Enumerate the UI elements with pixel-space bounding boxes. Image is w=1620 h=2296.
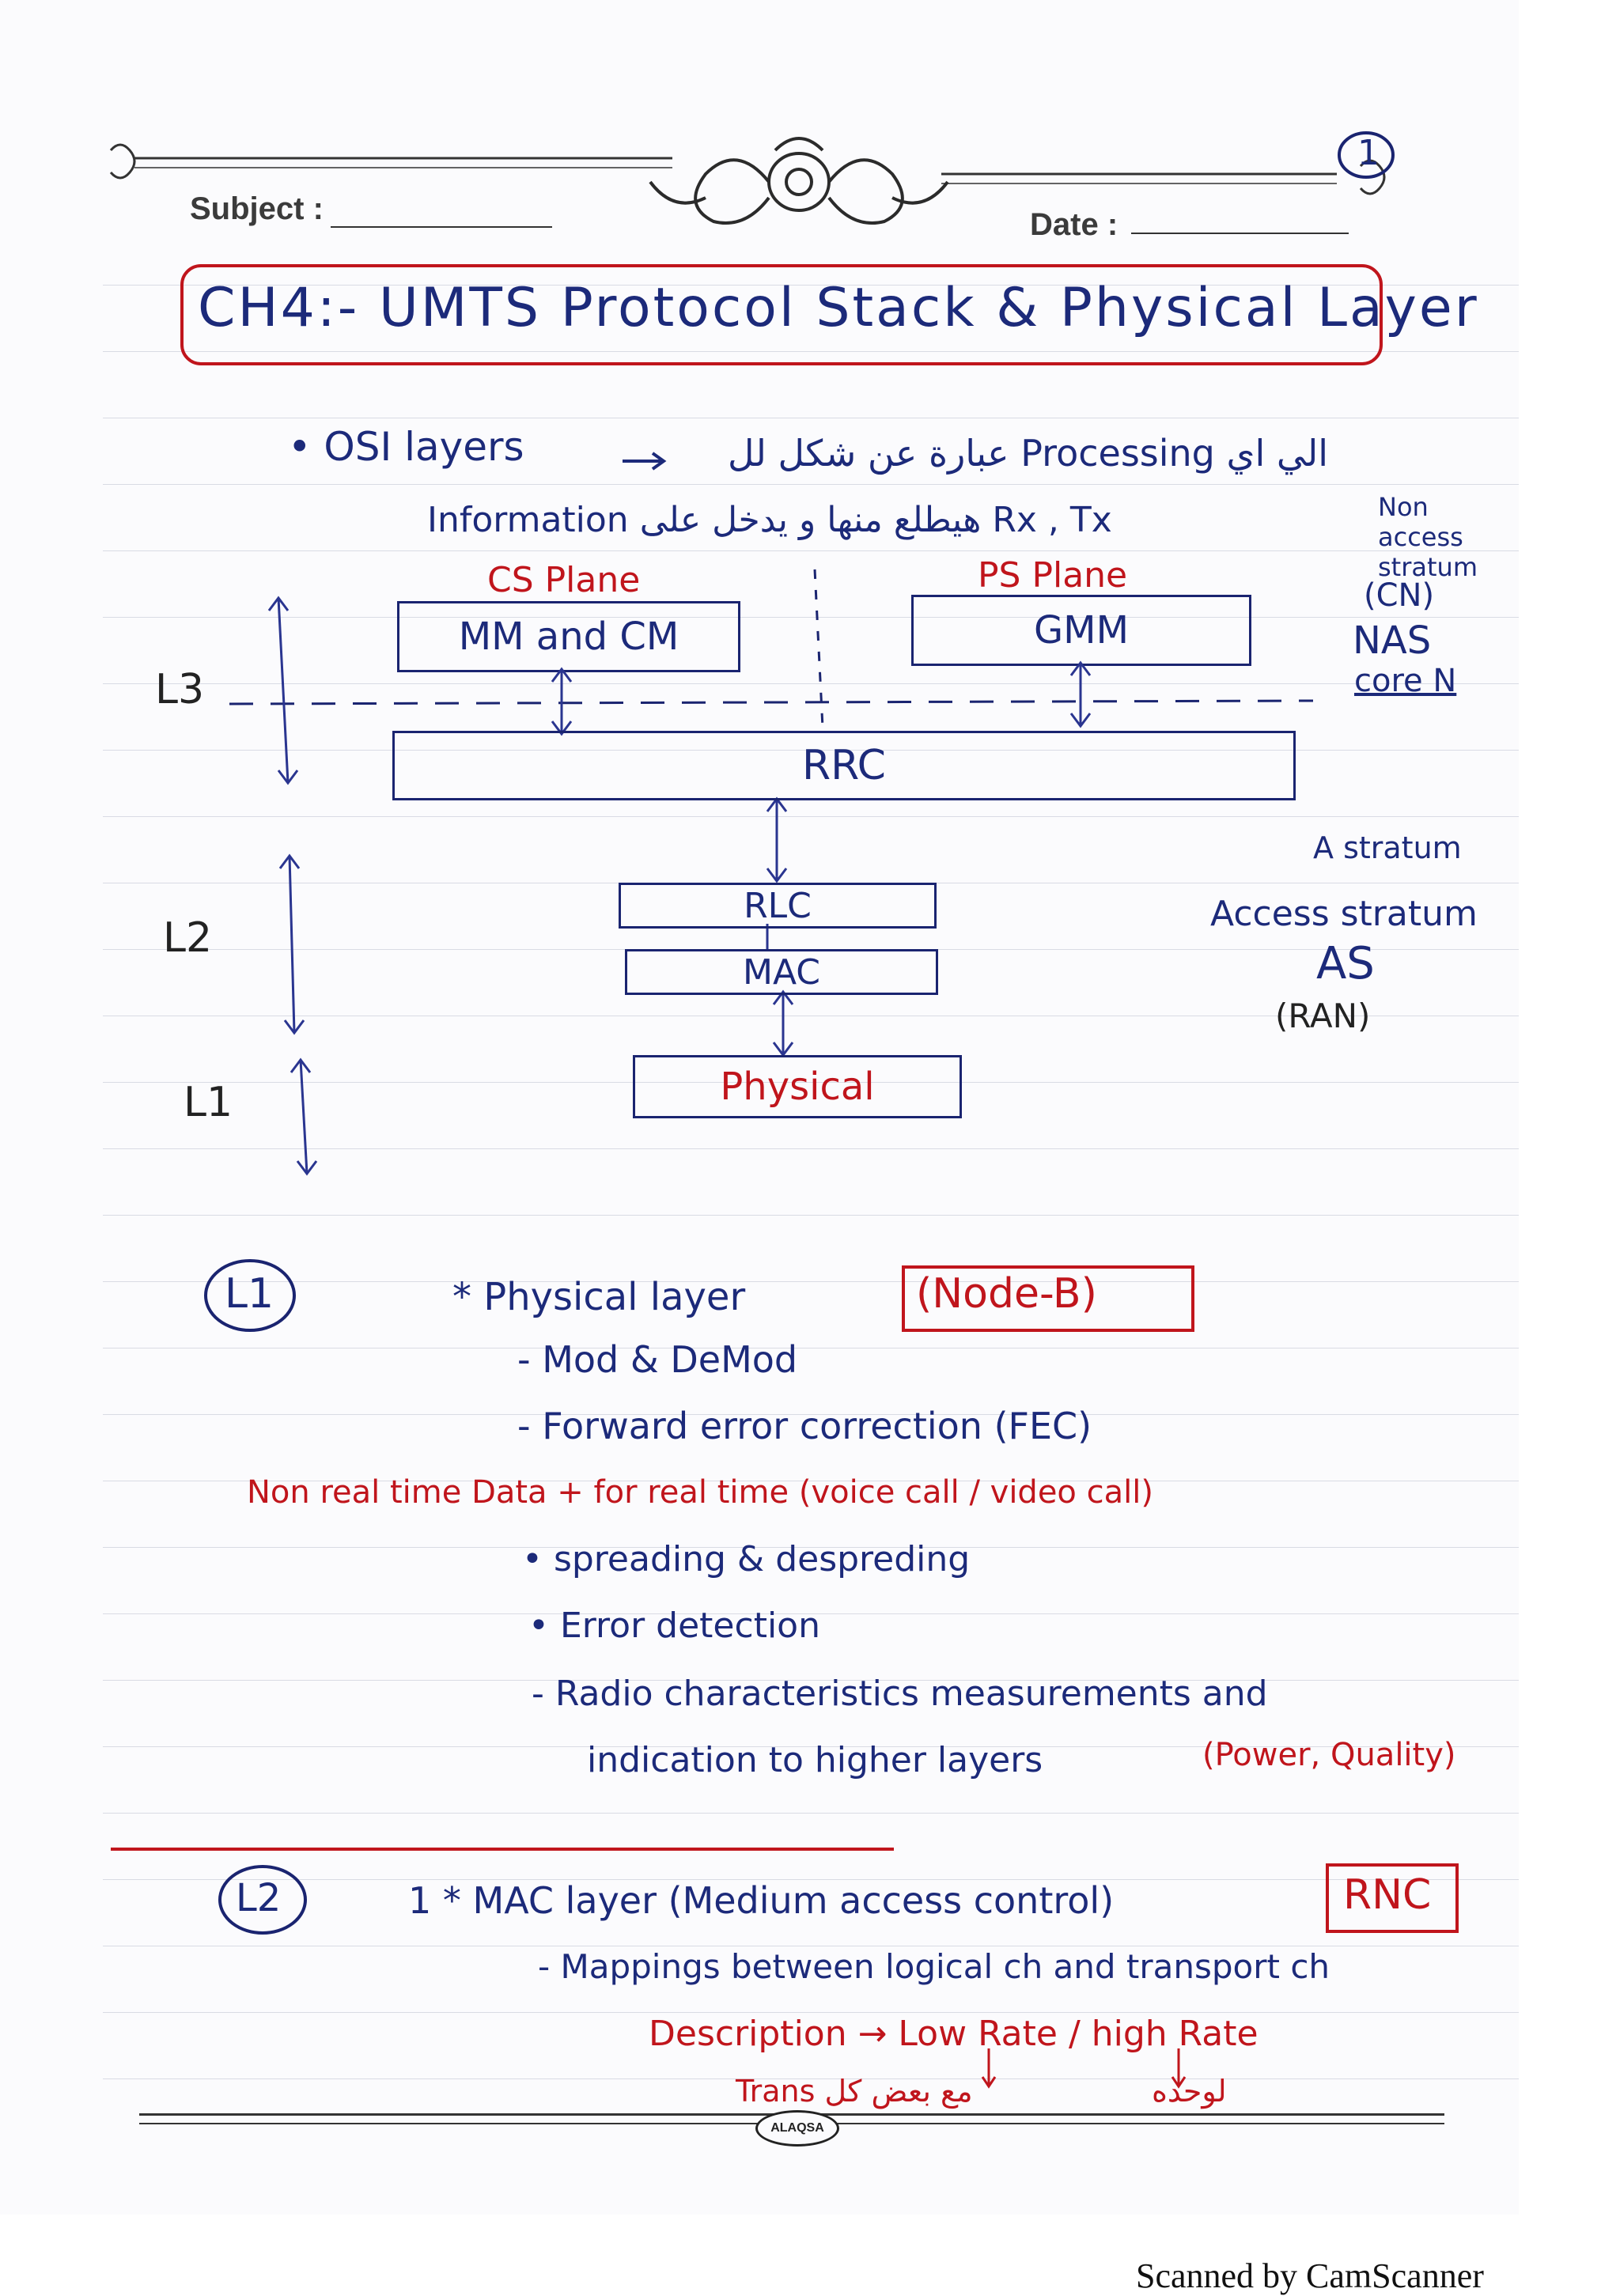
- osi-layers-text: • OSI layers: [288, 424, 524, 470]
- core-network-note: core N: [1354, 663, 1457, 699]
- rnc-box: [1326, 1863, 1459, 1933]
- ruled-line: [103, 816, 1519, 817]
- ruled-line: [103, 1746, 1519, 1747]
- mm-cm-box: MM and CM: [397, 601, 740, 672]
- mac-box: MAC: [625, 949, 938, 995]
- diagram-lines: [229, 569, 1314, 1176]
- power-quality-note: (Power, Quality): [1202, 1737, 1456, 1773]
- ruled-line: [103, 1680, 1519, 1681]
- physical-layer-heading: * Physical layer: [452, 1275, 746, 1319]
- nas-note: NAS: [1353, 618, 1432, 663]
- l2-item-1: - Mappings between logical ch and transp…: [538, 1947, 1330, 1986]
- ruled-line: [103, 351, 1519, 352]
- ruled-line: [103, 1414, 1519, 1415]
- ruled-line: [103, 1547, 1519, 1548]
- ruled-line: [103, 2012, 1519, 2013]
- alone-note: لوحده: [1152, 2074, 1227, 2109]
- alaqsa-brand: ALAQSA: [770, 2121, 824, 2135]
- mac-layer-heading: 1 * MAC layer (Medium access control): [408, 1879, 1115, 1922]
- rrc-label: RRC: [802, 742, 886, 789]
- l1-label: L1: [184, 1079, 233, 1126]
- subject-label: Subject :: [190, 191, 324, 226]
- rlc-label: RLC: [744, 885, 812, 926]
- non-access-stratum-note: Non access stratum: [1378, 492, 1478, 582]
- gmm-label: GMM: [1033, 608, 1130, 652]
- page-number-circle: [1338, 131, 1395, 179]
- ruled-line: [103, 285, 1519, 286]
- rnc-label: RNC: [1343, 1871, 1432, 1919]
- cn-note: (CN): [1364, 577, 1435, 614]
- notebook-page: 1 Subject : Date : CH4:- UMTS Protocol S…: [103, 131, 1519, 2147]
- date-label: Date :: [1030, 207, 1118, 242]
- l2-section-label: L2: [236, 1876, 282, 1920]
- alaqsa-logo: ALAQSA: [755, 2110, 839, 2147]
- l1-section-label: L1: [225, 1270, 274, 1318]
- title-box: [180, 264, 1383, 365]
- stratum-note: A stratum: [1313, 830, 1462, 865]
- rlc-box: RLC: [619, 883, 937, 929]
- subject-underline: [331, 226, 552, 228]
- node-b-label: (Node-B): [916, 1270, 1097, 1318]
- l1-item-3: • spreading & despreding: [522, 1539, 971, 1579]
- l2-label: L2: [163, 914, 213, 962]
- ruled-line: [103, 1148, 1519, 1149]
- trans-note: Trans مع بعض كل: [736, 2074, 973, 2109]
- down-arrows: [981, 2048, 1187, 2089]
- ruled-line: [103, 1281, 1519, 1282]
- ran-note: (RAN): [1275, 997, 1371, 1035]
- page-number: 1: [1357, 133, 1380, 173]
- l1-item-6: indication to higher layers: [587, 1740, 1043, 1780]
- ruled-line: [103, 550, 1519, 551]
- ruled-line: [103, 1082, 1519, 1083]
- ruled-line: [103, 750, 1519, 751]
- l2-section-circle: [218, 1865, 307, 1935]
- l1-item-4: • Error detection: [528, 1606, 820, 1646]
- ruled-line: [103, 1215, 1519, 1216]
- access-stratum-note: Access stratum: [1210, 894, 1478, 934]
- ps-plane-label: PS Plane: [978, 555, 1128, 596]
- date-underline: [1131, 233, 1349, 234]
- physical-box: Physical: [633, 1055, 962, 1118]
- ruled-line: [103, 484, 1519, 485]
- mac-label: MAC: [742, 951, 820, 993]
- physical-label: Physical: [720, 1065, 875, 1109]
- l3-label: L3: [155, 666, 205, 713]
- arabic-note-1: عبارة عن شكل لل Processing الي اي: [728, 432, 1329, 475]
- mm-cm-label: MM and CM: [458, 615, 679, 659]
- l1-section-circle: [204, 1259, 296, 1332]
- l1-item-1: - Mod & DeMod: [517, 1338, 798, 1381]
- real-time-note: Non real time Data + for real time (voic…: [247, 1474, 1153, 1511]
- cs-plane-label: CS Plane: [487, 560, 641, 600]
- l1-item-2: - Forward error correction (FEC): [517, 1405, 1092, 1447]
- ruled-line: [103, 1813, 1519, 1814]
- rrc-box: RRC: [392, 731, 1296, 800]
- arrow-right-icon: [623, 452, 667, 471]
- node-b-box: [902, 1265, 1194, 1332]
- header-ornament: [109, 137, 1386, 225]
- ruled-line: [103, 617, 1519, 618]
- rate-note: Description → Low Rate / high Rate: [649, 2014, 1259, 2054]
- as-note: AS: [1316, 938, 1375, 989]
- information-line: Information هيطلع منها و يدخل على Rx , T…: [427, 500, 1112, 540]
- ruled-line: [103, 1879, 1519, 1880]
- page-title: CH4:- UMTS Protocol Stack & Physical Lay…: [198, 277, 1479, 339]
- ruled-line: [103, 683, 1519, 684]
- camscanner-watermark: Scanned by CamScanner: [1136, 2256, 1484, 2295]
- l1-item-5: - Radio characteristics measurements and: [532, 1674, 1268, 1714]
- section-divider: [111, 1848, 894, 1851]
- ruled-line: [103, 1613, 1519, 1614]
